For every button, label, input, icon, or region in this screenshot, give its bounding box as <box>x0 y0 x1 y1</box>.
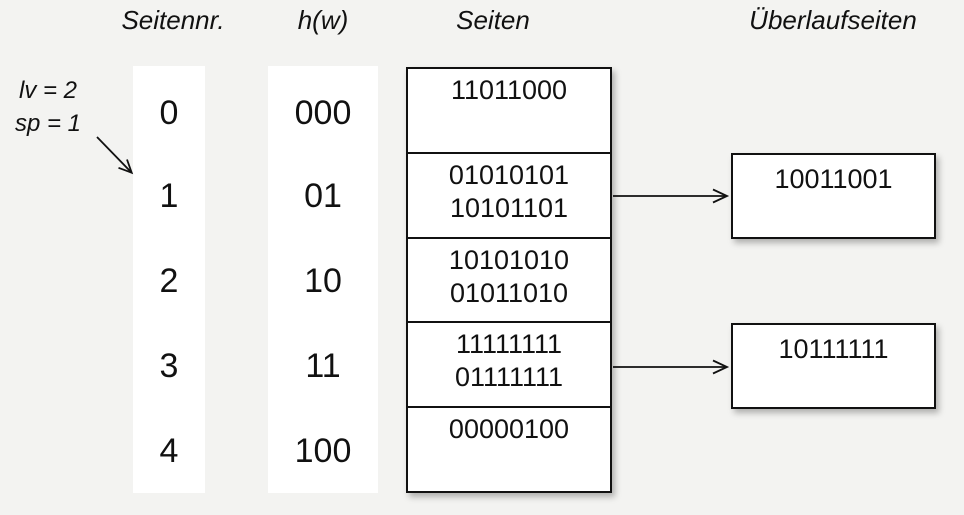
column-header-seitennr: Seitennr. <box>121 5 225 35</box>
bucket-entry: 11111111 <box>455 329 563 360</box>
page-bucket-stack: 11011000 01010101 10101101 10101010 0101… <box>406 67 612 493</box>
bucket-row-4: 00000100 <box>408 406 610 491</box>
column-header-ueberlaufseiten: Überlaufseiten <box>749 5 917 35</box>
bucket-entry: 10101010 <box>448 244 570 275</box>
annotation-lv: lv = 2 <box>18 77 78 104</box>
annotation-pointer-arrow-icon <box>96 136 134 175</box>
page-number-3: 3 <box>159 347 179 385</box>
hw-column-strip <box>268 66 378 493</box>
annotation-sp: sp = 1 <box>14 110 82 137</box>
bucket-entry: 11011000 <box>450 75 568 105</box>
hash-value-0: 000 <box>294 94 352 132</box>
overflow-page-row1: 10011001 <box>731 153 936 239</box>
bucket-entry: 01111111 <box>454 362 564 393</box>
column-header-seiten: Seiten <box>456 5 530 35</box>
seitennr-column-strip <box>133 66 205 493</box>
bucket-entry: 01011010 <box>449 277 569 308</box>
page-number-2: 2 <box>159 262 179 300</box>
bucket-entry: 00000100 <box>448 414 570 445</box>
hash-value-3: 11 <box>305 347 341 385</box>
page-number-1: 1 <box>159 177 179 215</box>
overflow-arrow-row3-icon <box>613 359 730 375</box>
column-header-hash-function: h(w) <box>297 5 349 35</box>
bucket-row-2: 10101010 01011010 <box>408 236 610 322</box>
overflow-arrow-row1-icon <box>613 188 730 204</box>
state-annotation: lv = 2 sp = 1 <box>4 74 92 140</box>
hash-value-4: 100 <box>294 432 352 470</box>
bucket-row-3: 11111111 01111111 <box>408 321 610 406</box>
bucket-row-1: 01010101 10101101 <box>408 151 610 237</box>
page-number-4: 4 <box>159 432 179 470</box>
overflow-entry: 10111111 <box>778 334 889 364</box>
overflow-page-row3: 10111111 <box>731 323 936 409</box>
overflow-entry: 10011001 <box>774 164 893 194</box>
bucket-entry: 10101101 <box>449 192 569 223</box>
bucket-entry: 01010101 <box>448 159 570 190</box>
hash-value-2: 10 <box>304 262 342 300</box>
bucket-row-0: 11011000 <box>408 69 610 152</box>
page-number-0: 0 <box>159 94 179 132</box>
hash-value-1: 01 <box>304 177 342 215</box>
